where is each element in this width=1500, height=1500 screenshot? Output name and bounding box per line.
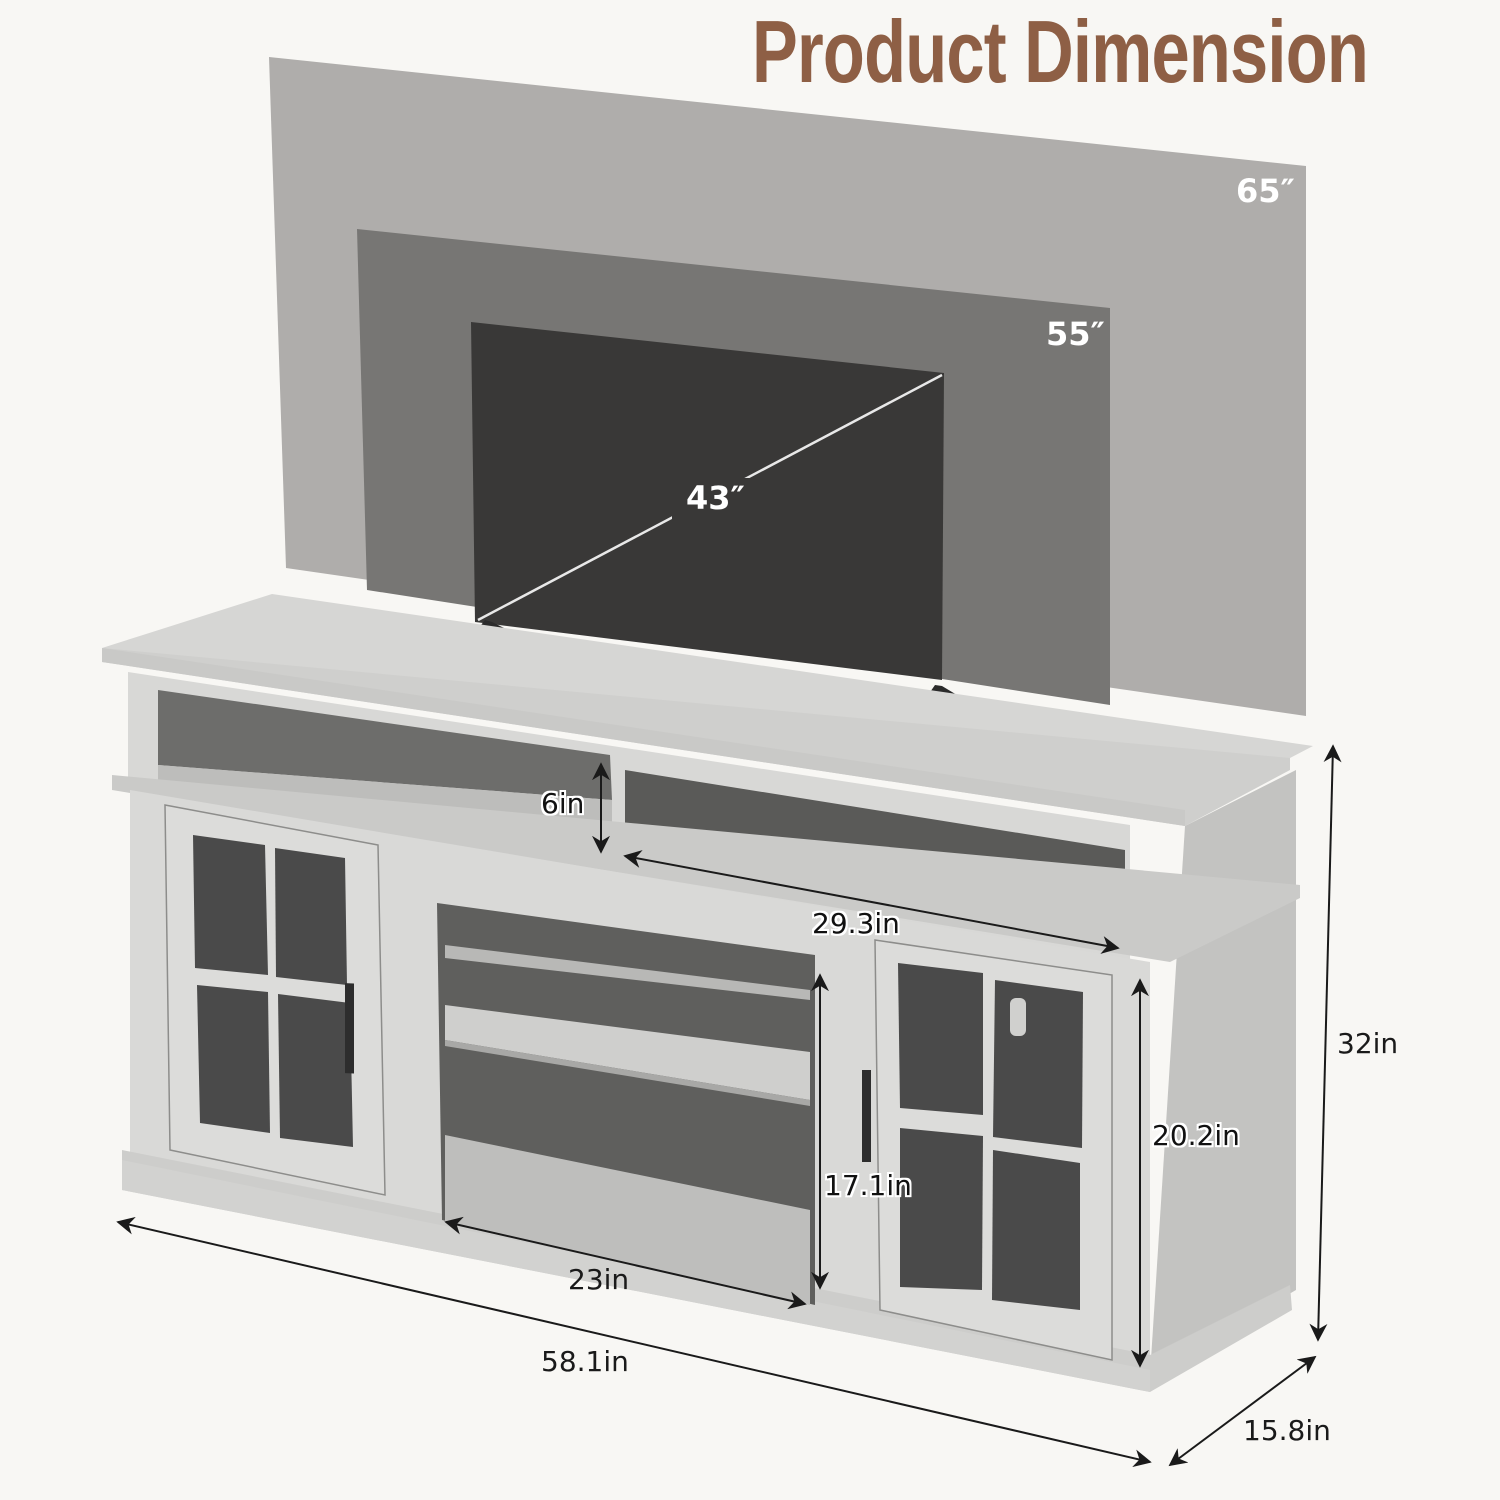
arrow-32in: [1309, 744, 1342, 1342]
overall-height-label: 32in: [1337, 1027, 1399, 1060]
top-compartment-width-label: 29.3in: [812, 907, 900, 940]
tv-55-label: 55″: [1046, 315, 1105, 353]
overall-depth-label: 15.8in: [1243, 1414, 1331, 1447]
page-title: Product Dimension: [752, 2, 1369, 101]
tv-43-label: 43″: [686, 479, 745, 517]
tv-65-label: 65″: [1236, 172, 1295, 210]
overall-width-label: 58.1in: [541, 1345, 629, 1378]
center-shelf-height-label: 17.1in: [824, 1169, 912, 1202]
tv-stand: [102, 594, 1313, 1392]
arrow-58-1in: [116, 1216, 1152, 1468]
cabinet-height-label: 20.2in: [1152, 1119, 1240, 1152]
center-shelf-width-label: 23in: [568, 1263, 630, 1296]
arrow-15-8in: [1168, 1355, 1317, 1467]
top-compartment-height-label: 6in: [541, 787, 585, 820]
arrow-29-3in: [623, 850, 1120, 954]
dimension-arrows: [116, 744, 1342, 1468]
